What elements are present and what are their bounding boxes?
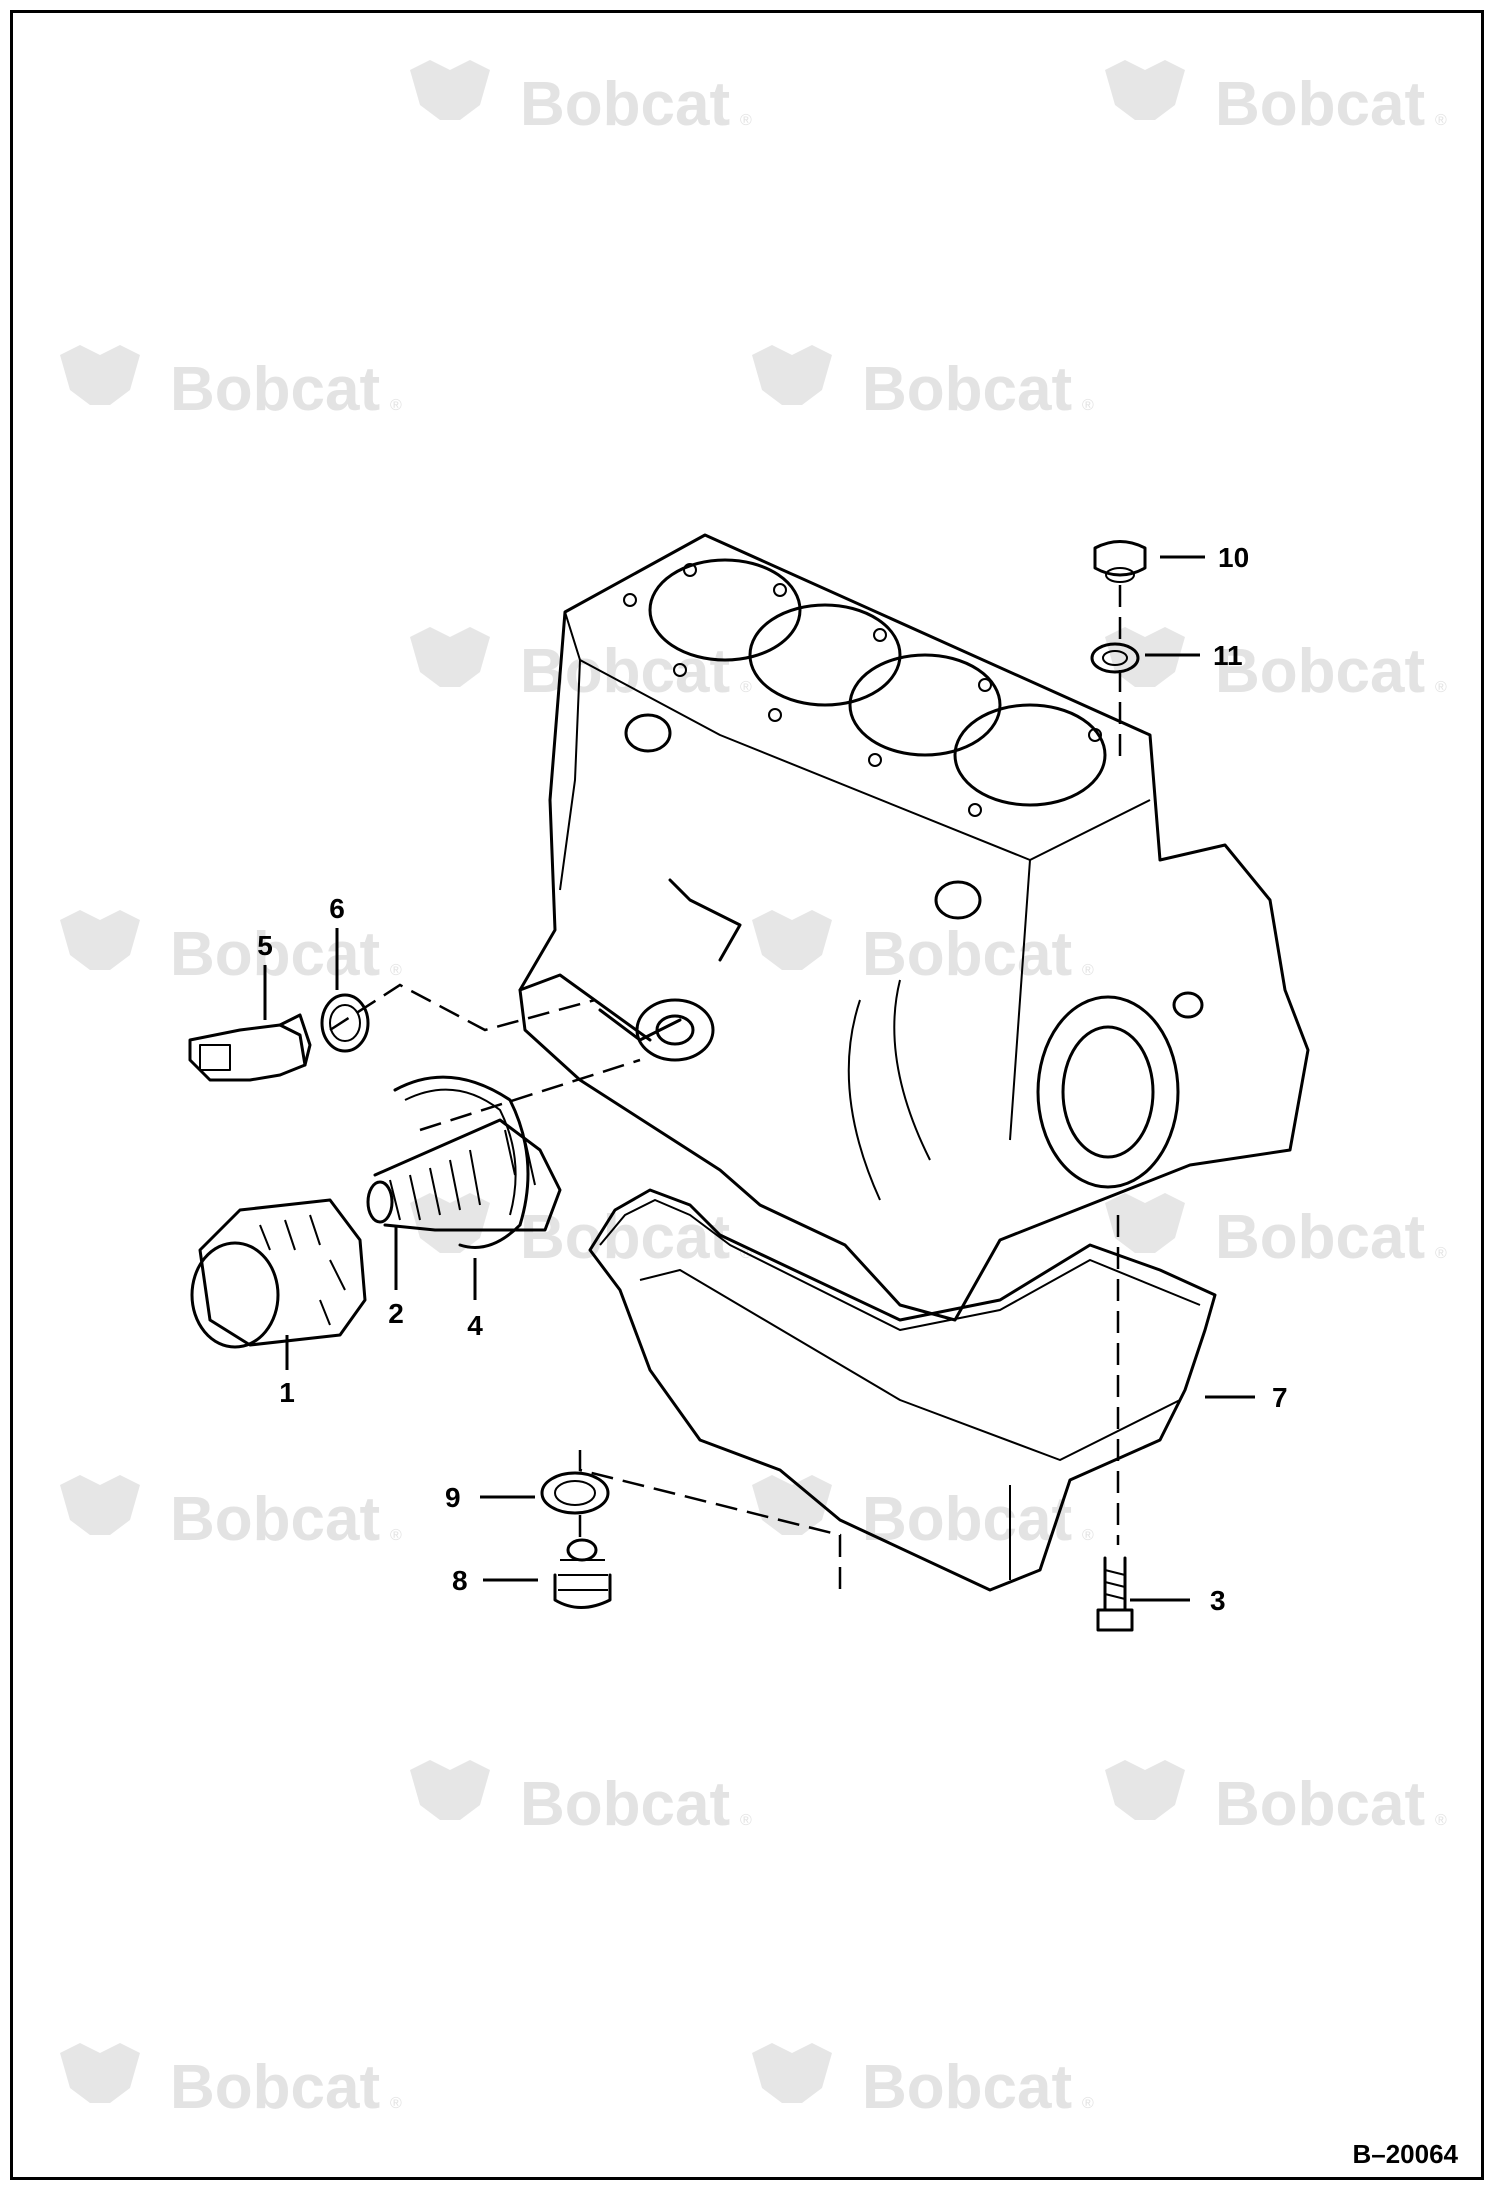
watermark-brand: Bobcat [520,70,730,139]
watermark-brand: Bobcat [1215,637,1425,706]
watermark-brand: Bobcat [1215,70,1425,139]
watermark-reg: ® [1435,112,1447,129]
watermark-reg: ® [1435,679,1447,696]
callout-10: 10 [1218,542,1249,573]
part-pressure-sensor [188,1013,312,1082]
callout-2: 2 [388,1298,404,1329]
part-drain-washer [540,1471,610,1515]
watermark-logo: Bobcat ® [752,910,1094,989]
watermark-logo: Bobcat ® [410,60,752,139]
watermark-logo: Bobcat ® [1105,1193,1447,1272]
watermark-brand: Bobcat [520,637,730,706]
callout-7: 7 [1272,1382,1288,1413]
watermark-logo: Bobcat ® [60,345,402,424]
watermark-brand: Bobcat [862,2053,1072,2122]
watermark-logo: Bobcat ® [60,1475,402,1554]
watermark-logo: Bobcat® [410,1193,752,1272]
watermark-reg: ® [740,1812,752,1829]
part-gasket-ring [393,1075,530,1249]
watermark-reg: ® [390,1527,402,1544]
watermark-brand: Bobcat [862,1485,1072,1554]
watermark-logo: Bobcat ® [752,1475,1094,1554]
callout-5: 5 [257,930,273,961]
engine-block [518,533,1310,1322]
watermark-logo: Bobcat ® [1105,627,1447,706]
watermark-brand: Bobcat [520,1770,730,1839]
callout-4: 4 [467,1310,483,1341]
watermark-brand: Bobcat [170,920,380,989]
watermark-logo: Bobcat ® [60,910,402,989]
oil-pan [588,1188,1217,1592]
part-threaded-nipple [366,1118,562,1232]
callout-6: 6 [329,893,345,924]
watermark-reg: ® [740,112,752,129]
watermark-brand: Bobcat [1215,1203,1425,1272]
part-bolt [1096,1556,1134,1632]
watermark-brand: Bobcat [1215,1770,1425,1839]
watermark-logo: Bobcat ® [60,2043,402,2122]
watermark-brand: Bobcat [170,355,380,424]
part-washer-small [320,993,370,1053]
assembly-lines [329,585,1122,1595]
head-bolt-holes [623,563,1102,817]
watermark-brand: Bobcat [170,2053,380,2122]
watermark-brand: Bobcat [862,920,1072,989]
watermark-logo: Bobcat ® [752,345,1094,424]
callout-11: 11 [1213,640,1243,671]
leader-lines [263,555,1255,1602]
callout-9: 9 [445,1482,461,1513]
watermark-reg: ® [1082,2095,1094,2112]
watermark-logo: Bobcat ® [410,627,752,706]
watermark-reg: ® [1082,397,1094,414]
watermark-reg: ® [1435,1812,1447,1829]
watermark-reg: ® [390,2095,402,2112]
figure-number: B–20064 [1352,2139,1458,2169]
watermark-logo: Bobcat ® [410,1760,752,1839]
watermark-logo: Bobcat ® [752,2043,1094,2122]
callout-8: 8 [452,1565,468,1596]
watermark-layer: Bobcat ® Bobcat ® Bobcat ® Bobcat ® Bobcat ® Bobca… [60,60,1447,2122]
part-grommet [1090,642,1140,674]
callout-3: 3 [1210,1585,1226,1616]
part-oil-filter [190,1198,367,1349]
watermark-reg: ® [1082,962,1094,979]
page-border [10,10,1484,2180]
callout-1: 1 [279,1377,295,1408]
watermark-reg: ® [390,962,402,979]
watermark-reg: ® [1435,1245,1447,1262]
watermark-reg: ® [740,679,752,696]
watermark-reg: ® [1082,1527,1094,1544]
part-breather-cap [1093,540,1147,583]
watermark-brand: Bobcat [170,1485,380,1554]
watermark-logo: Bobcat ® [1105,1760,1447,1839]
watermark-logo: Bobcat ® [1105,60,1447,139]
watermark-reg: ® [390,397,402,414]
part-drain-plug [553,1538,612,1609]
watermark-brand: Bobcat [862,355,1072,424]
callouts: 1 2 4 3 5 6 7 8 9 10 11 [257,542,1287,1616]
cylinder-bores [648,558,1107,807]
